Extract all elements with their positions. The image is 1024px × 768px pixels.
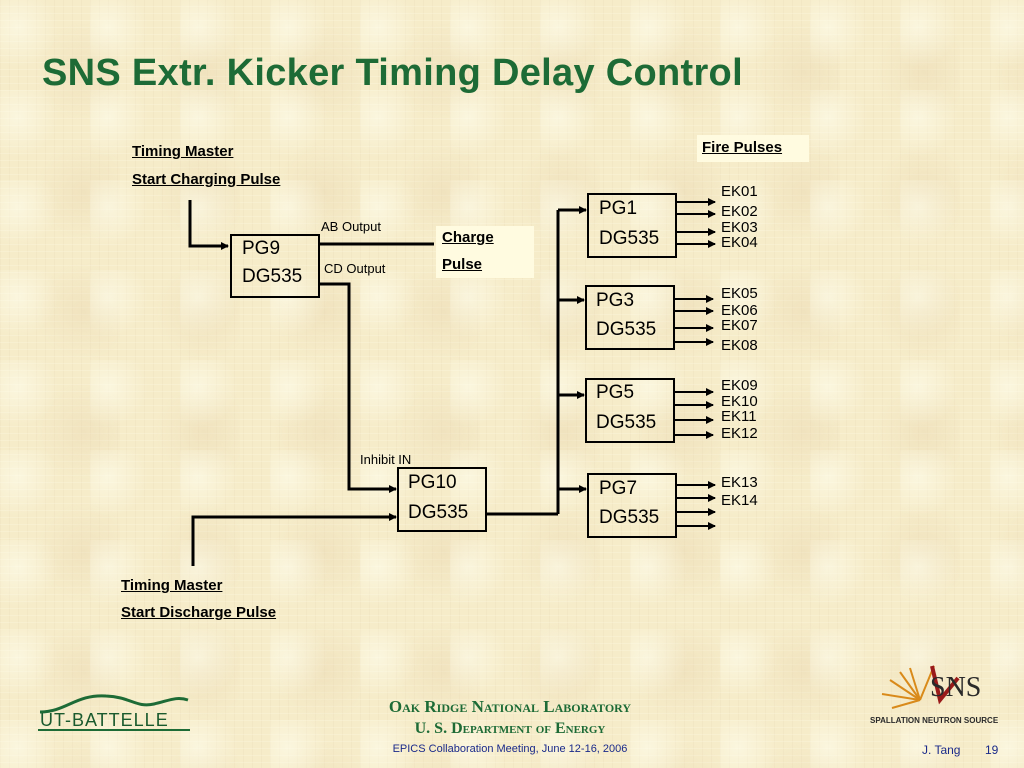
charging-wire (188, 200, 229, 250)
pg3-model: DG535 (596, 319, 657, 340)
output-label: EK14 (721, 492, 758, 509)
pg3-name: PG3 (596, 290, 635, 311)
pg10-name: PG10 (408, 472, 457, 493)
charge-pulse-sublabel: Pulse (442, 256, 483, 273)
output-label: EK06 (721, 302, 758, 319)
output-label: EK12 (721, 425, 758, 442)
pg5-box (585, 378, 675, 443)
ab-output-label: AB Output (321, 219, 381, 234)
pg1-model: DG535 (599, 228, 660, 249)
output-label: EK11 (721, 408, 757, 425)
pg9-name: PG9 (242, 238, 281, 259)
output-label: EK03 (721, 219, 758, 236)
meeting-label: EPICS Collaboration Meeting, June 12-16,… (392, 743, 628, 755)
fire-pulses-label: Fire Pulses (702, 139, 783, 156)
pg7-model: DG535 (599, 507, 660, 528)
output-label: EK08 (721, 337, 758, 354)
charge-pulse-label-bg: Charge Pulse (436, 226, 534, 278)
pg7-box (587, 473, 677, 538)
page-number: 19 (985, 743, 999, 757)
inhibit-in-label: Inhibit IN (360, 452, 412, 467)
pg9-box (230, 234, 320, 298)
output-label: EK04 (721, 234, 758, 251)
output-label: EK13 (721, 474, 758, 491)
bottom-master-label: Timing Master (121, 577, 223, 594)
pg5-model: DG535 (596, 412, 657, 433)
author-label: J. Tang (922, 743, 961, 757)
discharge-wire (191, 513, 397, 566)
sns-logo-graphic (881, 665, 960, 709)
pg10-box (397, 467, 487, 532)
pg9-model: DG535 (242, 266, 303, 287)
sns-logo-text: SNS (930, 672, 982, 703)
ut-battelle-logo (38, 694, 190, 731)
charge-pulse-label: Charge (442, 229, 494, 246)
output-label: EK05 (721, 285, 758, 302)
pg1-box (587, 193, 677, 258)
lab-name: Oak Ridge National Laboratory (388, 697, 632, 716)
output-label: EK09 (721, 377, 758, 394)
department-name: U. S. Department of Energy (414, 720, 606, 737)
top-master-label: Timing Master (132, 143, 234, 160)
ut-battelle-text: UT-BATTELLE (40, 710, 169, 730)
pg3-box (585, 285, 675, 350)
pg1-name: PG1 (599, 198, 638, 219)
output-label: EK01 (721, 183, 758, 200)
bottom-master-sublabel: Start Discharge Pulse (121, 604, 277, 621)
top-master-sublabel: Start Charging Pulse (132, 171, 281, 188)
output-label: EK07 (721, 317, 758, 334)
sns-logo-subtext: SPALLATION NEUTRON SOURCE (870, 716, 999, 725)
pg7-name: PG7 (599, 478, 638, 499)
cd-output-wire (318, 282, 397, 493)
output-label: EK10 (721, 393, 758, 410)
output-label: EK02 (721, 203, 758, 220)
pg5-name: PG5 (596, 382, 635, 403)
cd-output-label: CD Output (324, 261, 386, 276)
pg10-model: DG535 (408, 502, 469, 523)
fire-pulses-label-bg: Fire Pulses (697, 135, 809, 162)
page-title: SNS Extr. Kicker Timing Delay Control (42, 52, 743, 94)
